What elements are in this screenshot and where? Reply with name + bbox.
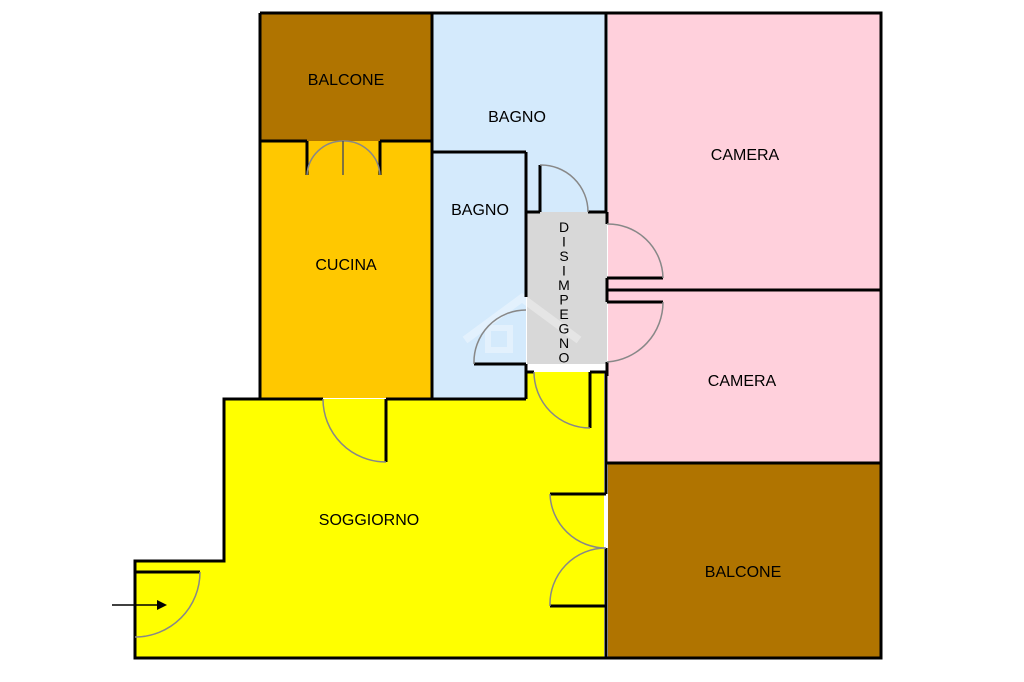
label-soggiorno: SOGGIORNO	[319, 512, 419, 529]
door-cucina-balcone	[306, 140, 381, 176]
label-camera-bottom: CAMERA	[708, 373, 777, 390]
door-bagno-small	[473, 309, 527, 365]
label-bagno-small: BAGNO	[451, 202, 509, 219]
door-cucina-soggiorno	[322, 398, 387, 463]
label-balcone-bottom: BALCONE	[705, 564, 781, 581]
label-bagno-top: BAGNO	[488, 109, 546, 126]
disimpegno-letter: E	[559, 306, 568, 322]
room-camera-top	[608, 13, 881, 290]
door-camera-bottom	[606, 301, 664, 363]
interior-walls	[135, 13, 881, 658]
door-soggiorno-balcone	[549, 493, 607, 607]
disimpegno-letter: D	[559, 219, 569, 235]
label-cucina: CUCINA	[315, 257, 377, 274]
disimpegno-letter: N	[559, 335, 569, 351]
room-balcone-top	[260, 13, 432, 141]
arrow-right-icon	[112, 600, 167, 610]
disimpegno-letter: I	[562, 234, 566, 250]
disimpegno-letter: O	[559, 350, 570, 366]
disimpegno-letter: P	[559, 292, 568, 308]
disimpegno-letter: M	[558, 277, 570, 293]
watermark-house-icon	[462, 293, 582, 353]
room-cucina	[260, 141, 432, 398]
outer-walls	[133, 11, 883, 660]
room-camera-bottom	[608, 291, 881, 463]
door-bagno-top	[539, 164, 589, 213]
label-camera-top: CAMERA	[711, 147, 780, 164]
disimpegno-letter: I	[562, 263, 566, 279]
room-balcone-bottom	[608, 464, 881, 658]
label-balcone-top: BALCONE	[308, 72, 384, 89]
disimpegno-letter: G	[559, 321, 570, 337]
door-camera-top	[606, 223, 664, 279]
room-soggiorno	[135, 372, 604, 658]
doors	[134, 140, 664, 638]
room-bagno-small	[433, 152, 526, 398]
disimpegno-letter: S	[559, 248, 568, 264]
door-disimpegno-soggiorno	[533, 371, 591, 429]
room-disimpegno	[527, 212, 607, 364]
door-entrance	[134, 571, 201, 638]
